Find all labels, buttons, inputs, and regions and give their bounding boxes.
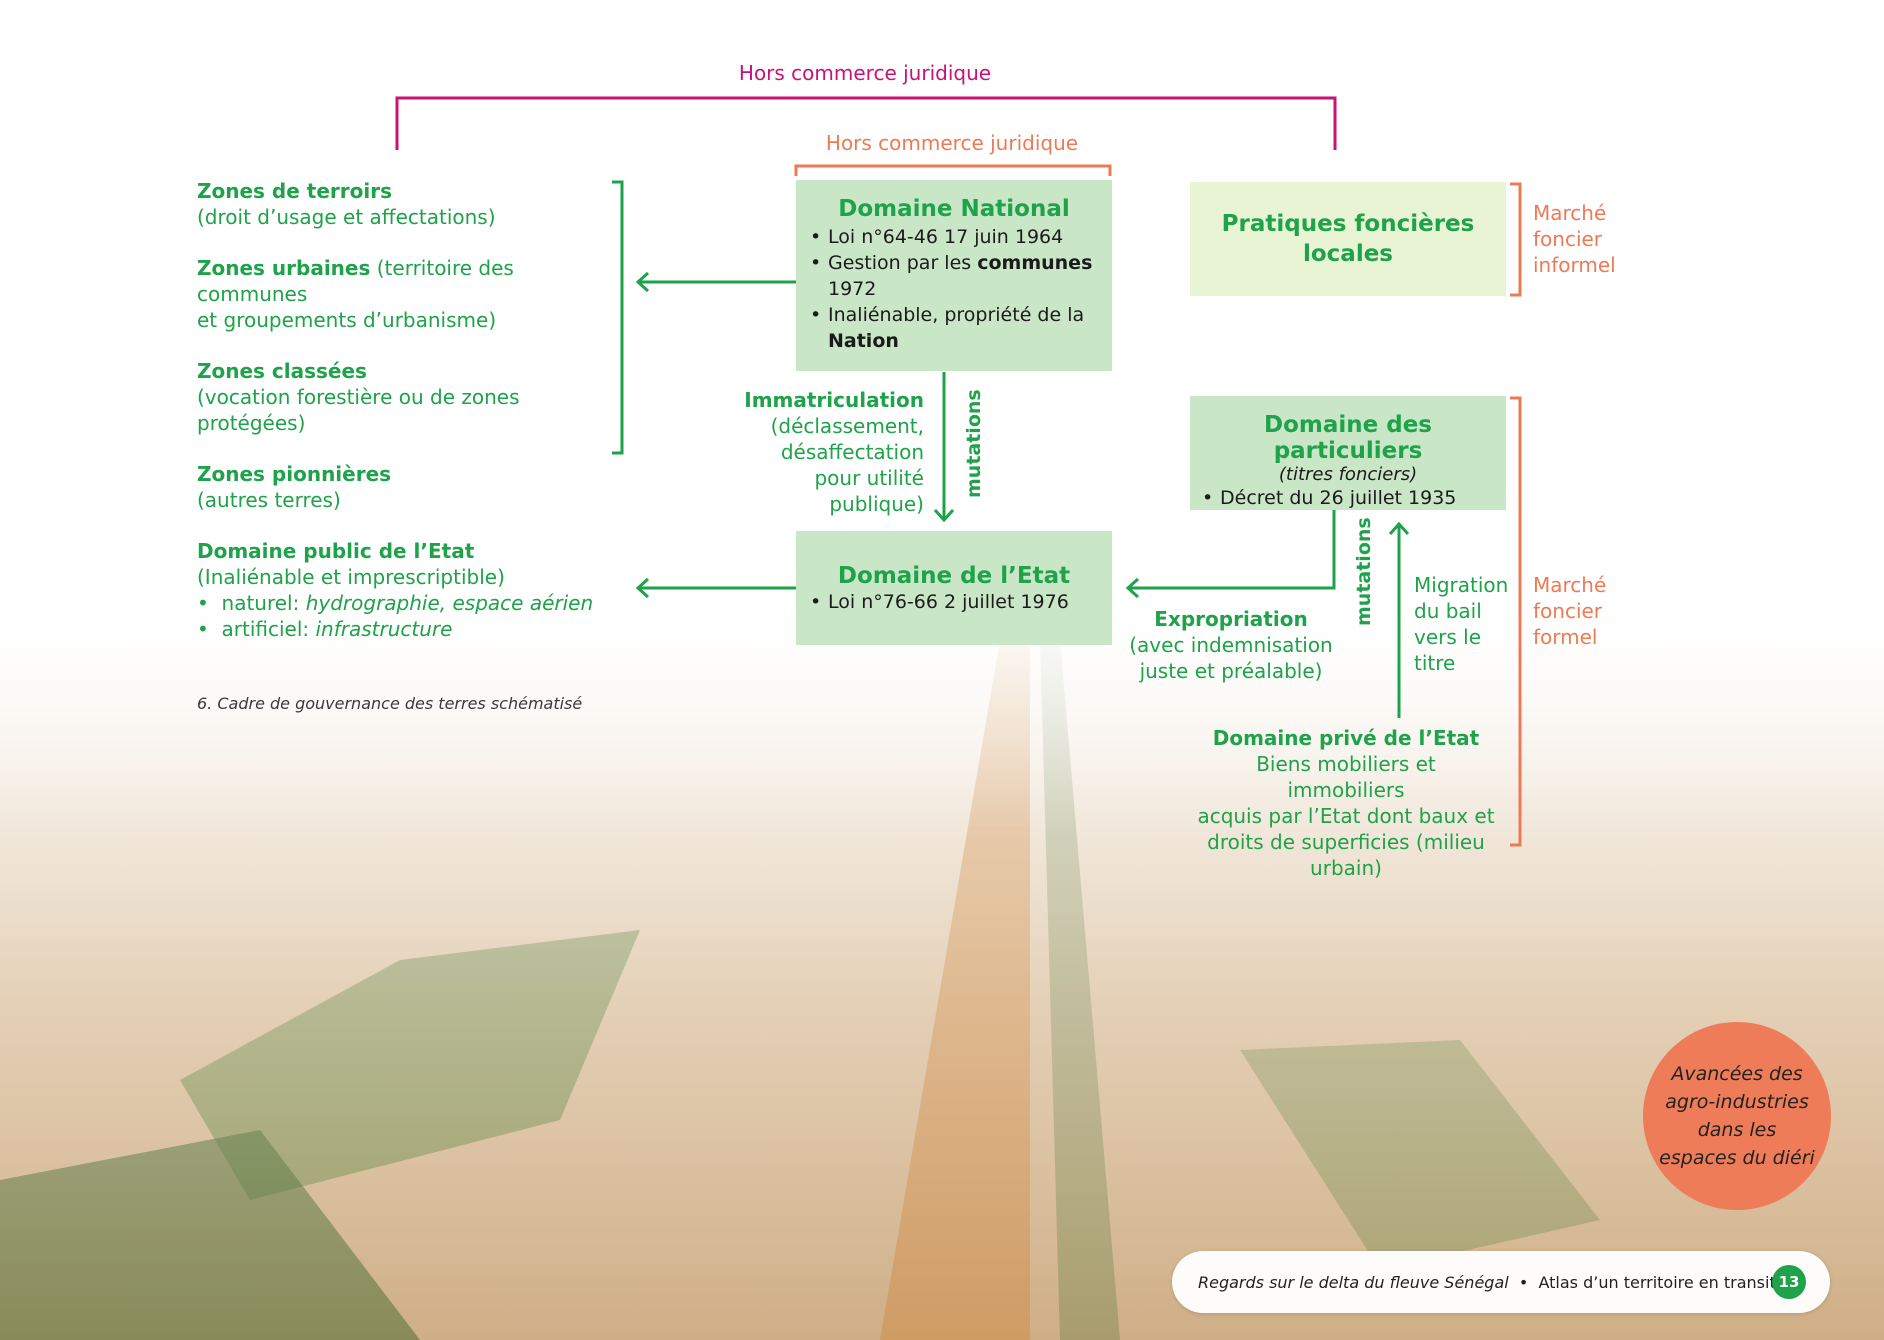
arrow-national-to-zones [635,271,796,293]
arrow-etat-to-public [635,577,796,599]
footer-separator: • [1518,1272,1529,1292]
domaine-etat-item: Loi n°76-66 2 juillet 1976 [808,589,1100,615]
domaine-prive-text: Domaine privé de l’Etat Biens mobiliers … [1197,726,1495,880]
zone-pionnieres: Zones pionnières (autres terres) [197,462,392,512]
zones-bracket [612,180,624,455]
mutations-right-label: mutations [1353,517,1375,626]
formel-bracket [1510,396,1522,847]
zone-terroirs: Zones de terroirs (droit d’usage et affe… [197,179,496,229]
pratiques-foncieres-box: Pratiques foncières locales [1190,182,1506,296]
zones-list: Zones de terroirs (droit d’usage et affe… [197,178,617,513]
top-bracket-label: Hors commerce juridique [738,61,992,85]
migration-label: Migration du bail vers le titre [1414,573,1509,675]
informel-bracket [1510,182,1522,297]
top-bracket [395,96,1337,150]
arrow-expropriation [1125,510,1336,598]
figure-caption: 6. Cadre de gouvernance des terres schém… [197,694,583,713]
domaine-etat-box: Domaine de l’Etat Loi n°76-66 2 juillet … [796,531,1112,645]
immatriculation-label: Immatriculation (déclassement, désaffect… [744,388,924,516]
expropriation-label: Expropriation (avec indemnisation juste … [1129,607,1333,683]
zone-urbaines: Zones urbaines (territoire des communes … [197,256,514,332]
arrow-migration [1388,521,1410,718]
footer-title: Regards sur le delta du fleuve Sénégal [1198,1272,1509,1292]
domaine-national-title: Domaine National [838,196,1070,222]
inner-bracket-label: Hors commerce juridique [825,131,1079,155]
photo-caption-circle: Avancées des agro-industries dans les es… [1643,1022,1831,1210]
footer-subtitle: Atlas d’un territoire en transition [1538,1272,1801,1292]
domaine-national-box: Domaine National Loi n°64-46 17 juin 196… [796,180,1112,371]
arrow-national-to-etat [933,372,955,523]
mutations-left-label: mutations [963,389,985,498]
marche-informel-label: Marché foncier informel [1533,201,1616,277]
footer-bar: Regards sur le delta du fleuve Sénégal •… [1172,1251,1830,1313]
domaine-particuliers-item: Décret du 26 juillet 1935 [1200,485,1506,511]
inner-bracket [794,164,1112,176]
marche-formel-label: Marché foncier formel [1533,573,1607,649]
domaine-national-item: Loi n°64-46 17 juin 1964 [808,224,1100,250]
domaine-particuliers-box: Domaine des particuliers (titres foncier… [1190,396,1506,511]
zone-classees: Zones classées (vocation forestière ou d… [197,359,520,435]
domaine-public-text: Domaine public de l’Etat (Inaliénable et… [197,539,594,641]
page-number: 13 [1772,1265,1806,1299]
